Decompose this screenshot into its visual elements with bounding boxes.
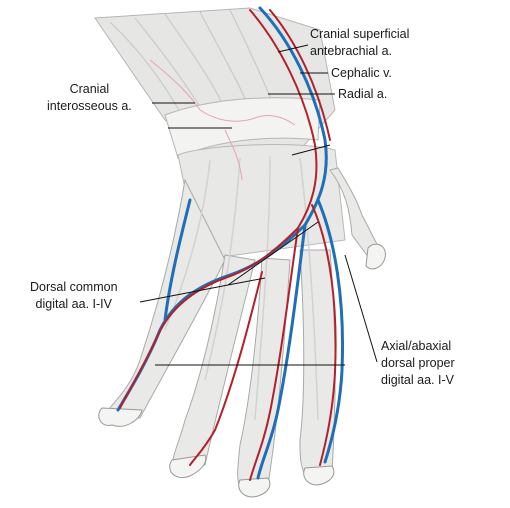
tendons [164,155,319,421]
label-line: interosseous a. [47,99,132,113]
claw-ii [303,465,335,486]
arteries [119,9,337,481]
claw-iv [169,454,207,478]
leader-dorsal-common-2 [227,221,319,286]
label-line: antebrachial a. [310,44,393,58]
label-cranial-interosseous-artery: Cranial interosseous a. [47,81,132,115]
label-axial-abaxial-dorsal-proper-digital-arteries: Axial/abaxial dorsal proper digital aa. … [381,338,455,389]
label-line: Axial/abaxial [381,339,452,353]
leader-lines [139,44,378,366]
label-cranial-superficial-antebrachial-artery: Cranial superficial antebrachial a. [310,26,409,60]
claws [98,243,386,498]
label-line: Dorsal common [30,280,118,294]
label-cephalic-vein: Cephalic v. [331,66,392,80]
fine-vessel-network [149,59,296,181]
label-line: digital aa. I-V [381,373,454,387]
digit-iii [237,257,291,489]
radial-artery [249,9,318,229]
label-line: Cranial [69,82,110,96]
claw-iii [238,477,271,498]
cranial-superficial-antebrachial-artery [269,9,331,141]
digit-iv [171,254,256,469]
leader-proper-vertical [344,254,378,363]
cephalic-vein [258,6,328,227]
leader-cranial-superficial [277,44,309,53]
label-dorsal-common-digital-arteries: Dorsal common digital aa. I-IV [30,279,118,313]
label-line: Cranial superficial [310,27,410,41]
label-line: dorsal proper [381,356,455,370]
claw-v [98,407,143,427]
label-line: digital aa. I-IV [35,297,112,311]
leader-interosseous-right [291,144,331,156]
claw-i [365,243,386,270]
label-radial-artery: Radial a. [338,87,388,101]
